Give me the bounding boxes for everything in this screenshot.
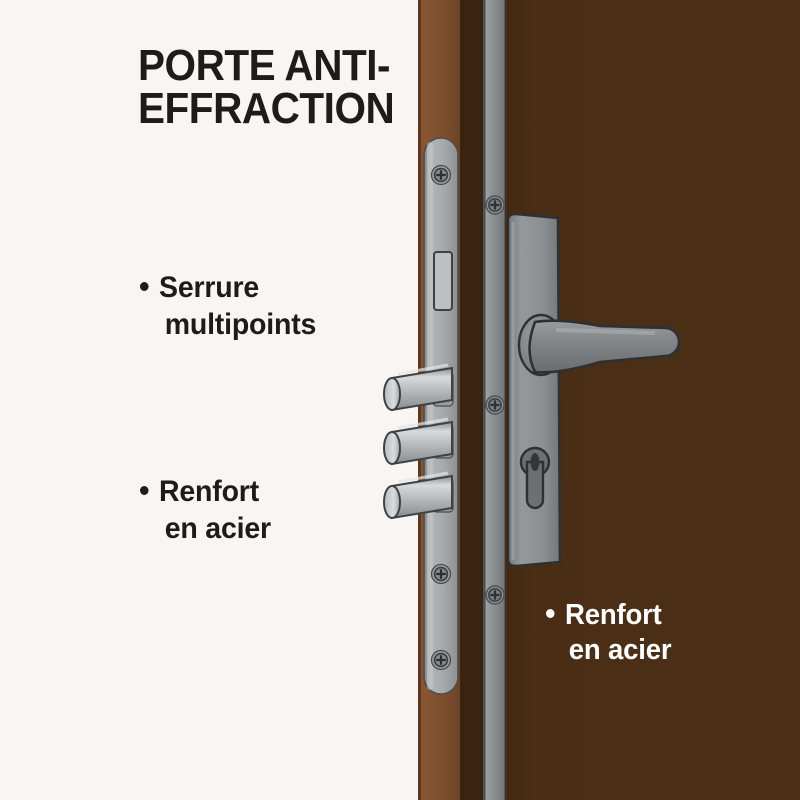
locking-bolts xyxy=(383,363,453,520)
annotation-serrure-multipoints: Serrure multipoints xyxy=(140,270,316,343)
lever-handle xyxy=(517,313,681,377)
bullet-icon xyxy=(140,282,149,292)
annotation-line2: en acier xyxy=(568,634,672,667)
annotation-line1: Renfort xyxy=(159,475,260,508)
locking-bolt-2 xyxy=(383,417,453,466)
latch-opening xyxy=(433,251,453,311)
annotation-line2: en acier xyxy=(164,511,271,545)
handle-escutcheon-plate xyxy=(506,212,681,568)
strike-plate-screws xyxy=(430,164,452,671)
bullet-icon xyxy=(140,486,149,496)
door-face-left-edge xyxy=(505,0,508,800)
strike-plate xyxy=(423,137,459,695)
page-title: PORTE ANTI-EFFRACTION xyxy=(138,41,414,134)
title-text-line2: EFFRACTION xyxy=(138,84,395,134)
bullet-icon xyxy=(546,609,555,619)
annotation-renfort-acier-door: Renfort en acier xyxy=(546,598,672,669)
steel-strip-edge-highlight xyxy=(483,0,486,800)
annotation-renfort-acier-left: Renfort en acier xyxy=(140,474,271,547)
locking-bolt-1 xyxy=(383,363,453,412)
door-edge-shadow xyxy=(460,0,485,800)
locking-bolt-3 xyxy=(383,471,453,520)
euro-profile-cylinder xyxy=(519,446,551,510)
annotation-line1: Serrure xyxy=(159,271,260,304)
annotation-line1: Renfort xyxy=(565,599,662,631)
title-text: PORTE ANTI- xyxy=(138,41,391,90)
steel-strip-screws xyxy=(485,195,505,605)
annotation-line2: multipoints xyxy=(164,307,317,341)
